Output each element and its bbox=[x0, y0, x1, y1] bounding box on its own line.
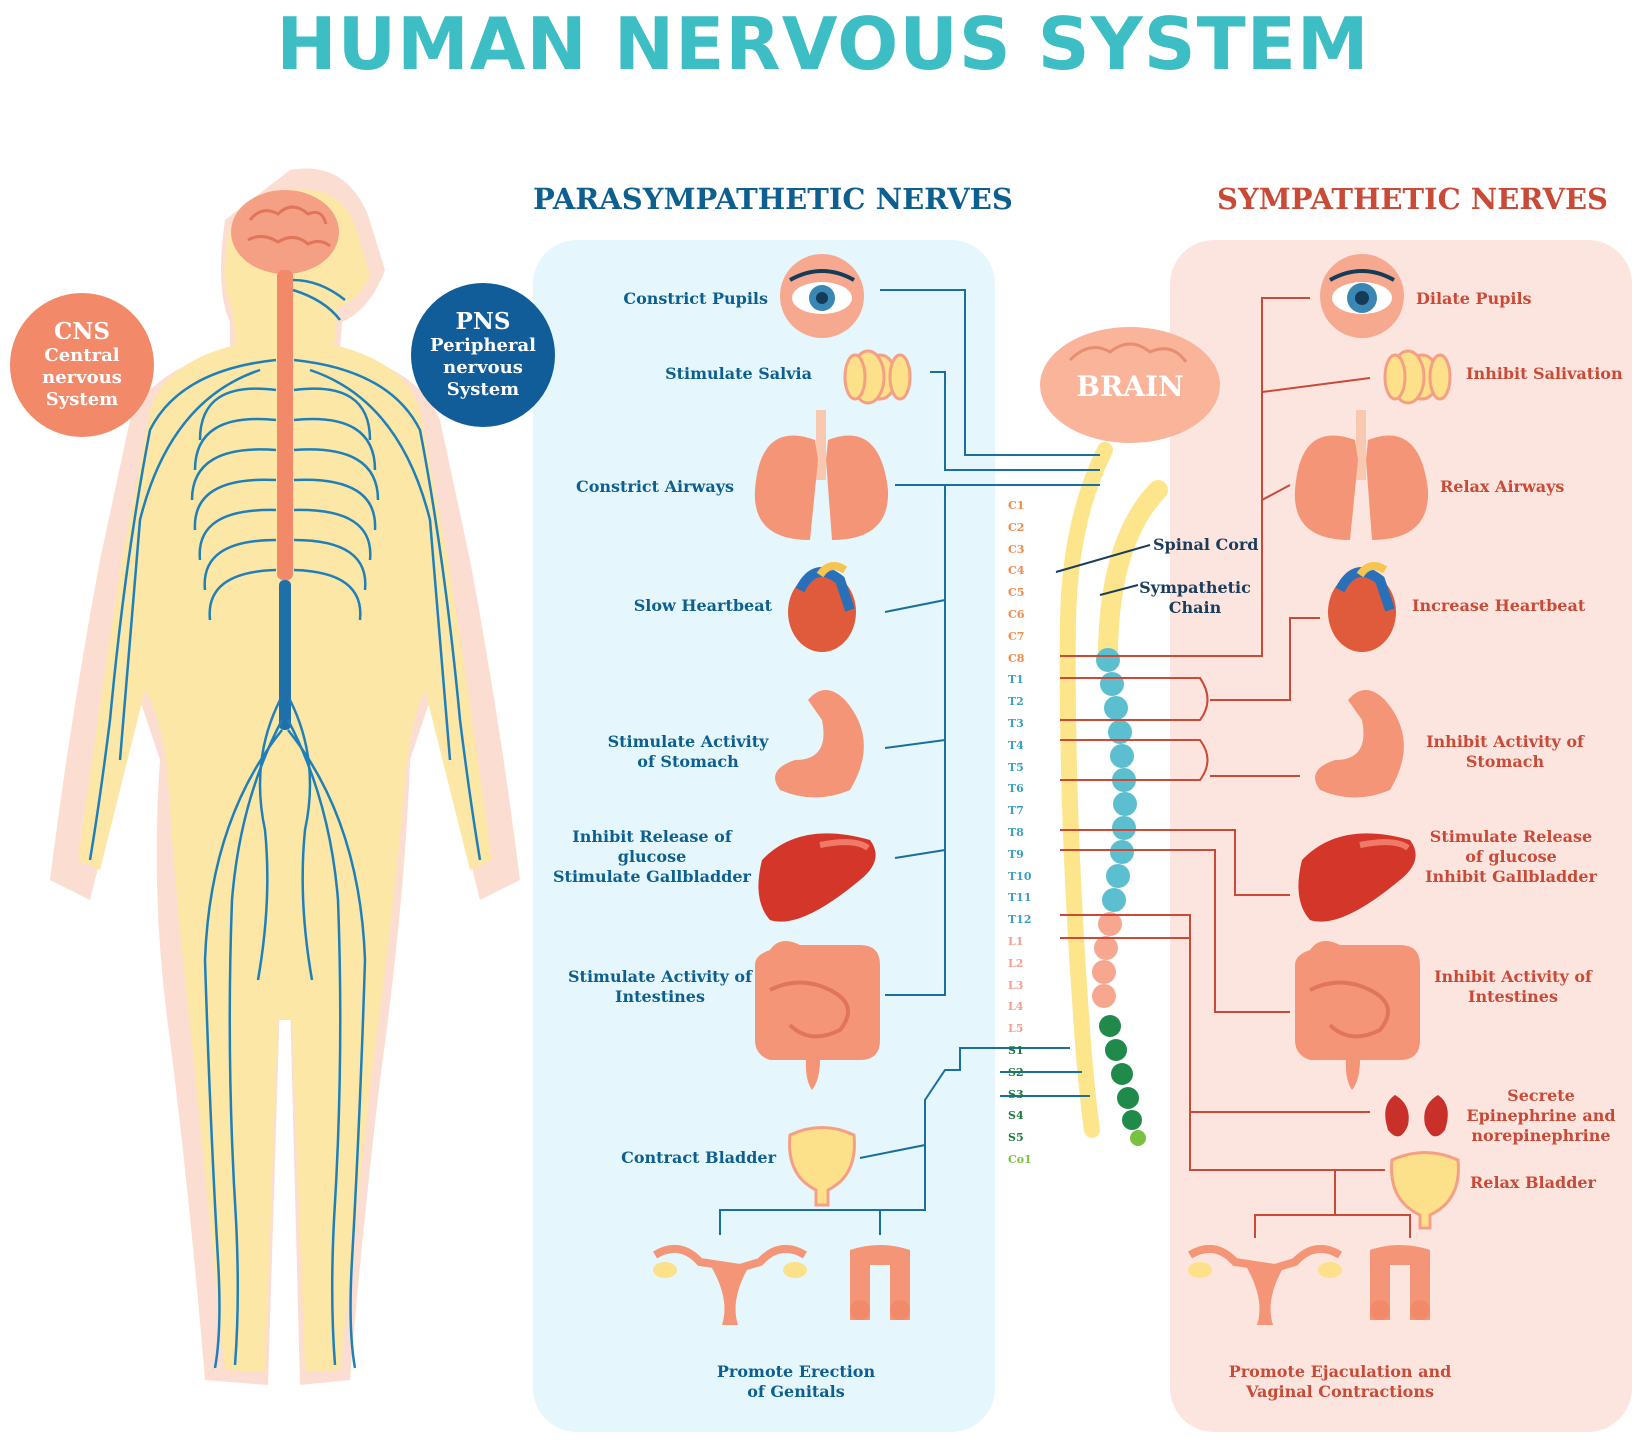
segment-label: T8 bbox=[1008, 826, 1024, 839]
para-liver-line3: Stimulate Gallbladder bbox=[553, 867, 751, 886]
page-title: HUMAN NERVOUS SYSTEM bbox=[276, 2, 1370, 86]
para-constrict-airways: Constrict Airways bbox=[575, 477, 734, 496]
symp-relax-airways: Relax Airways bbox=[1440, 477, 1565, 496]
segment-label: T12 bbox=[1008, 913, 1032, 927]
brain-label: BRAIN bbox=[1076, 370, 1184, 403]
segment-label: L4 bbox=[1008, 1000, 1024, 1014]
segment-label: S3 bbox=[1008, 1087, 1024, 1101]
symp-genitals-line2: Vaginal Contractions bbox=[1246, 1382, 1434, 1401]
segment-label: T7 bbox=[1008, 804, 1024, 818]
cns-circle: CNS Central nervous System bbox=[10, 293, 154, 437]
segment-label: S1 bbox=[1008, 1044, 1024, 1057]
symp-organs bbox=[1187, 254, 1460, 1325]
pns-line1: Peripheral bbox=[430, 335, 536, 356]
segment-label: C5 bbox=[1008, 586, 1025, 600]
segment-label: C8 bbox=[1008, 651, 1025, 665]
pns-line3: System bbox=[446, 379, 520, 400]
cns-line2: nervous bbox=[42, 367, 122, 388]
segment-label: T5 bbox=[1008, 760, 1024, 774]
para-genitals-line2: of Genitals bbox=[747, 1382, 845, 1401]
symp-increase-heartbeat: Increase Heartbeat bbox=[1412, 596, 1586, 615]
para-intestines-line2: Intestines bbox=[615, 987, 705, 1006]
sympathetic-connectors bbox=[1060, 297, 1411, 1238]
segment-label: C7 bbox=[1008, 629, 1025, 643]
para-liver-line1: Inhibit Release of bbox=[572, 827, 732, 846]
para-intestines: Stimulate Activity of Intestines bbox=[555, 967, 765, 1007]
sympathetic-chain-label: Sympathetic Chain bbox=[1130, 578, 1260, 618]
symp-inhibit-salivation: Inhibit Salivation bbox=[1466, 364, 1623, 383]
segment-label: C1 bbox=[1008, 499, 1025, 512]
para-stomach-line1: Stimulate Activity bbox=[607, 732, 769, 751]
symp-adrenal-line3: norepinephrine bbox=[1471, 1126, 1611, 1145]
segment-label: C4 bbox=[1008, 564, 1025, 578]
para-slow-heartbeat: Slow Heartbeat bbox=[633, 596, 772, 615]
symp-relax-bladder: Relax Bladder bbox=[1470, 1173, 1596, 1192]
parasympathetic-panel bbox=[533, 240, 995, 1432]
symp-liver-line3: Inhibit Gallbladder bbox=[1425, 867, 1597, 886]
symp-genitals: Promote Ejaculation and Vaginal Contract… bbox=[1220, 1362, 1460, 1402]
symp-genitals-line1: Promote Ejaculation and bbox=[1228, 1362, 1452, 1381]
sympathetic-chain-line2: Chain bbox=[1168, 598, 1222, 617]
symp-adrenal-line1: Secrete bbox=[1507, 1086, 1575, 1105]
segment-label: T10 bbox=[1008, 869, 1032, 883]
spinal-cord-label: Spinal Cord bbox=[1153, 535, 1259, 554]
para-genitals-line1: Promote Erection bbox=[716, 1362, 876, 1381]
symp-stomach-line2: Stomach bbox=[1465, 752, 1545, 771]
symp-liver-line2: of glucose bbox=[1465, 847, 1557, 866]
para-stomach: Stimulate Activity of Stomach bbox=[588, 732, 788, 772]
segment-label: T11 bbox=[1008, 891, 1032, 905]
segment-label: L2 bbox=[1008, 956, 1024, 970]
para-organs bbox=[652, 254, 912, 1325]
segment-label: T3 bbox=[1008, 717, 1024, 730]
segment-label: T9 bbox=[1008, 847, 1024, 861]
segment-label: S2 bbox=[1008, 1065, 1024, 1079]
symp-adrenal-line2: Epinephrine and bbox=[1466, 1106, 1616, 1125]
pns-abbr: PNS bbox=[455, 308, 511, 335]
para-intestines-line1: Stimulate Activity of bbox=[568, 967, 752, 986]
sympathetic-chain-line1: Sympathetic bbox=[1139, 578, 1251, 597]
segment-label: C6 bbox=[1008, 608, 1025, 621]
segment-label: T6 bbox=[1008, 782, 1024, 796]
segment-label: T1 bbox=[1008, 673, 1024, 687]
segment-label: C2 bbox=[1008, 520, 1025, 534]
symp-dilate-pupils: Dilate Pupils bbox=[1416, 289, 1532, 308]
para-constrict-pupils: Constrict Pupils bbox=[623, 289, 768, 308]
para-genitals: Promote Erection of Genitals bbox=[696, 1362, 896, 1402]
symp-adrenal: Secrete Epinephrine and norepinephrine bbox=[1466, 1086, 1616, 1146]
pns-circle: PNS Peripheral nervous System bbox=[411, 283, 555, 427]
symp-intestines: Inhibit Activity of Intestines bbox=[1418, 967, 1608, 1007]
cns-line1: Central bbox=[44, 345, 120, 366]
segment-label: Co1 bbox=[1008, 1153, 1032, 1166]
sympathetic-header: SYMPATHETIC NERVES bbox=[1217, 182, 1608, 216]
parasympathetic-header: PARASYMPATHETIC NERVES bbox=[533, 182, 1013, 216]
human-body-figure bbox=[50, 168, 520, 1385]
segment-label: C3 bbox=[1008, 542, 1025, 556]
segment-label: S5 bbox=[1008, 1131, 1024, 1145]
para-liver-line2: glucose bbox=[617, 847, 687, 866]
para-liver: Inhibit Release of glucose Stimulate Gal… bbox=[548, 827, 756, 887]
symp-intestines-line1: Inhibit Activity of bbox=[1434, 967, 1592, 986]
symp-stomach-line1: Inhibit Activity of bbox=[1426, 732, 1584, 751]
cns-line3: System bbox=[45, 389, 119, 410]
segment-label: L5 bbox=[1008, 1022, 1024, 1036]
segment-label: T4 bbox=[1008, 738, 1024, 752]
parasympathetic-connectors bbox=[719, 289, 1100, 1235]
para-contract-bladder: Contract Bladder bbox=[621, 1148, 776, 1167]
symp-intestines-line2: Intestines bbox=[1468, 987, 1558, 1006]
para-stimulate-salvia: Stimulate Salvia bbox=[665, 364, 812, 383]
segment-label: L1 bbox=[1008, 935, 1024, 948]
segment-label: T2 bbox=[1008, 695, 1024, 709]
symp-liver-line1: Stimulate Release bbox=[1429, 827, 1593, 846]
pns-line2: nervous bbox=[443, 357, 523, 378]
symp-stomach: Inhibit Activity of Stomach bbox=[1410, 732, 1600, 772]
para-stomach-line2: of Stomach bbox=[637, 752, 739, 771]
symp-liver: Stimulate Release of glucose Inhibit Gal… bbox=[1416, 827, 1606, 887]
segment-label: S4 bbox=[1008, 1109, 1024, 1123]
cns-abbr: CNS bbox=[54, 318, 110, 345]
center-spine-illustration bbox=[1040, 327, 1220, 1146]
segment-label: L3 bbox=[1008, 978, 1024, 992]
